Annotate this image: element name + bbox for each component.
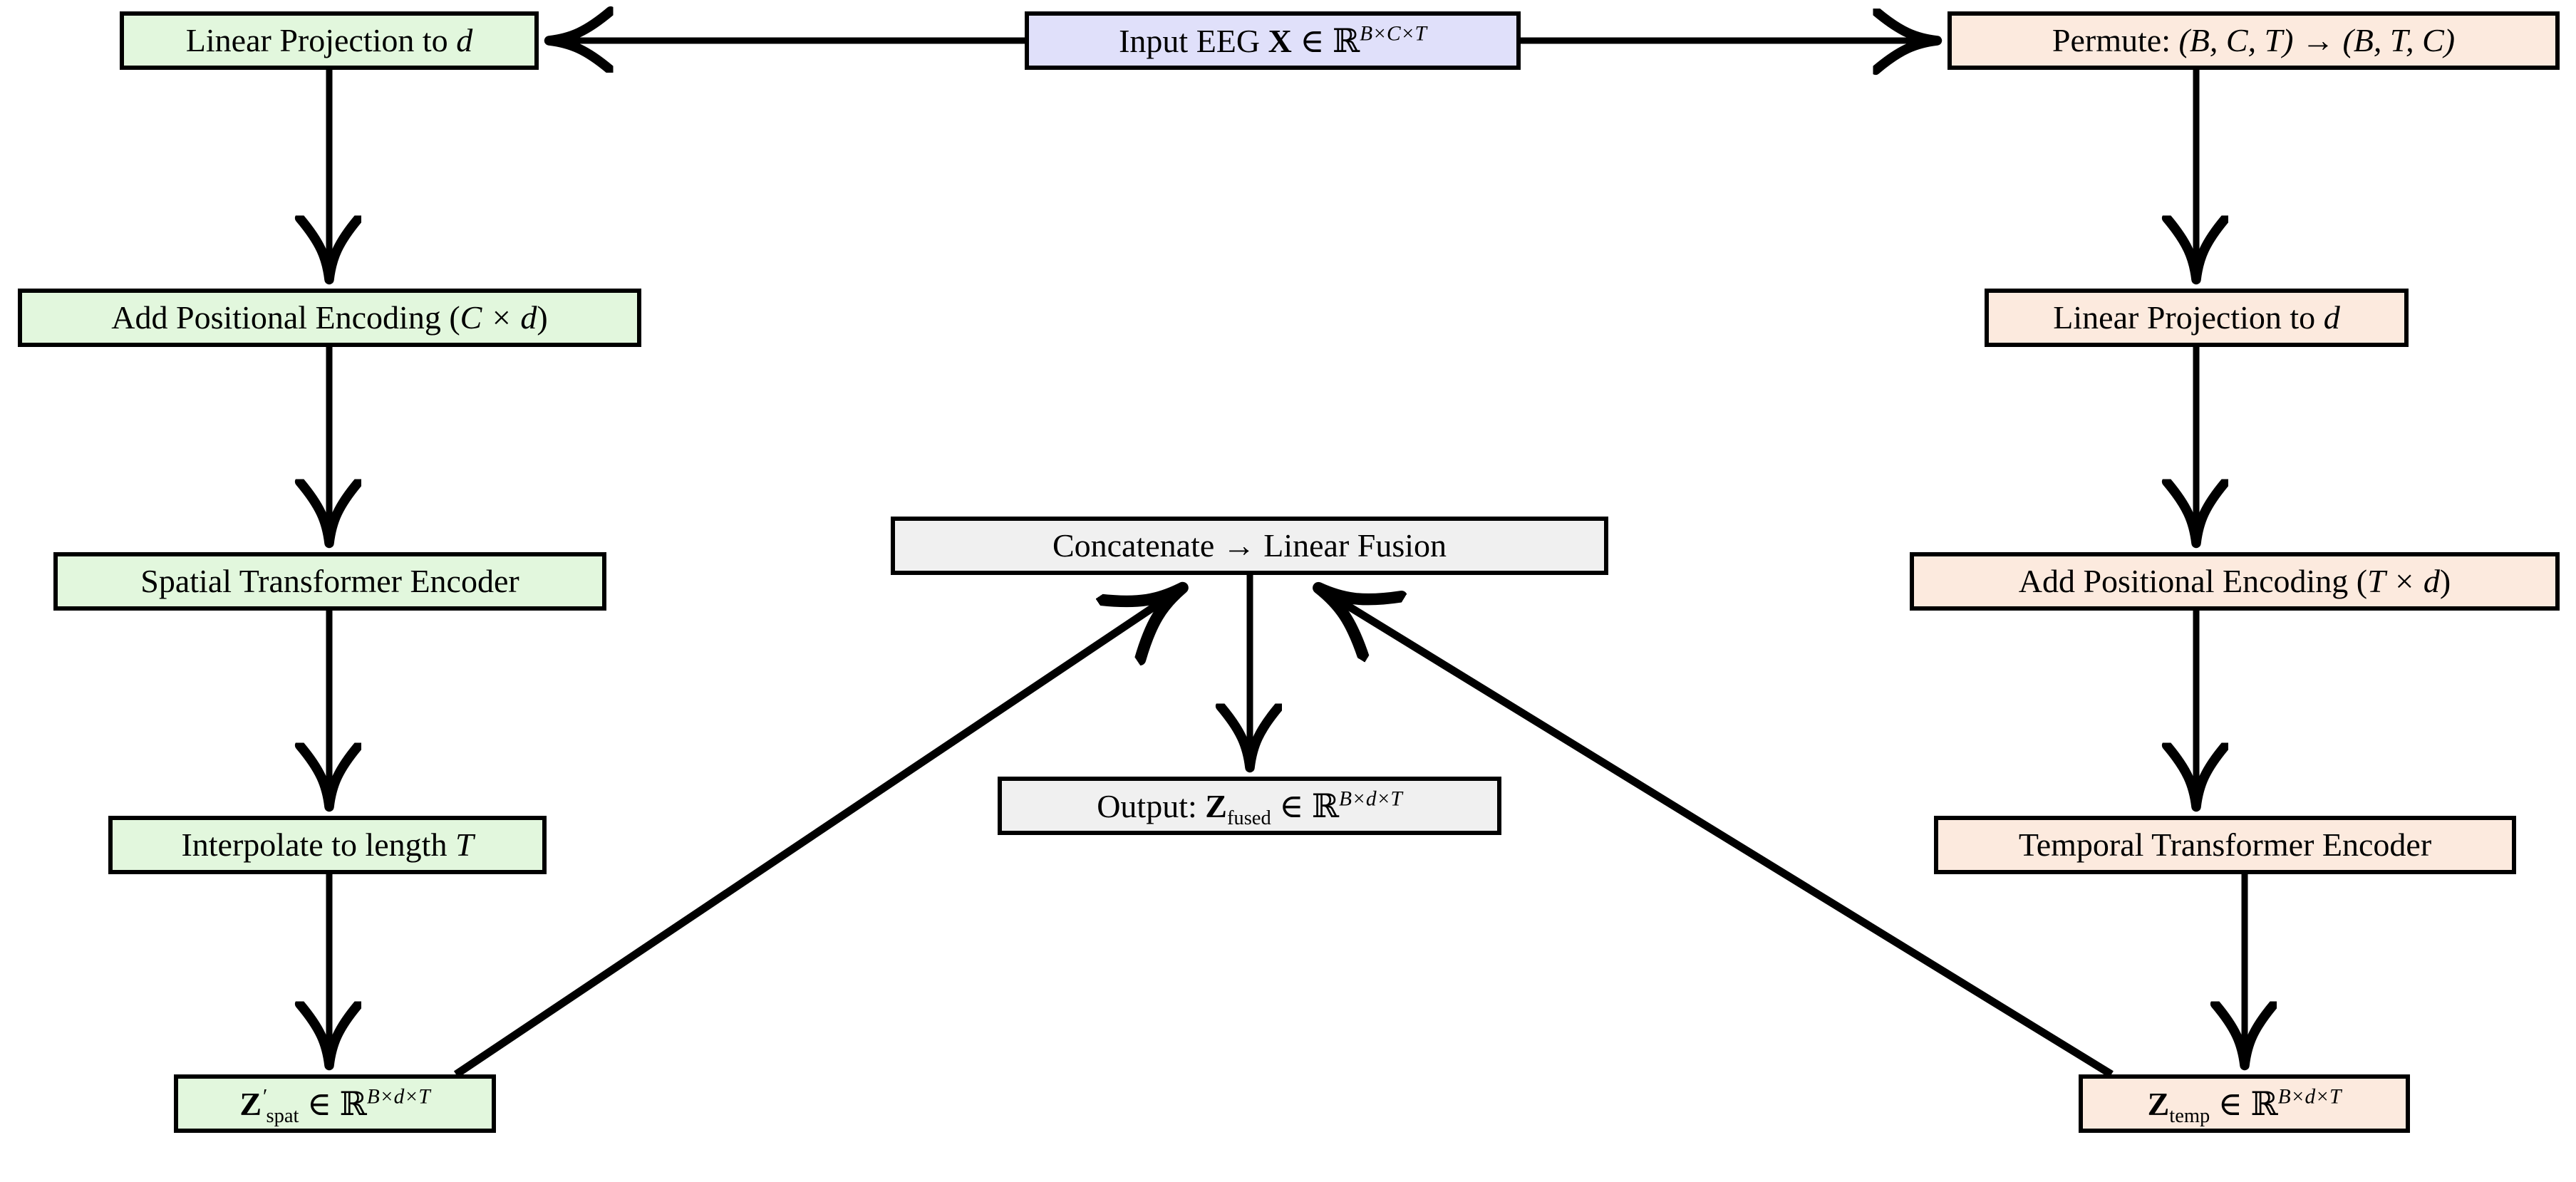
edge-z-spat-to-fusion bbox=[453, 590, 1179, 1078]
math-Z: Z bbox=[2147, 1085, 2170, 1122]
node-label: Spatial Transformer Encoder bbox=[140, 563, 519, 599]
math-dims: B×d×T bbox=[2277, 1085, 2342, 1109]
node-label: Add Positional Encoding (C × d) bbox=[111, 299, 548, 336]
node-label: Permute: (B, C, T) → (B, T, C) bbox=[2052, 22, 2456, 58]
math-dims: B×C×T bbox=[1360, 22, 1427, 46]
node-label: Z′spat ∈ ℝB×d×T bbox=[239, 1084, 430, 1127]
node-output-z-fused[interactable]: Output: Zfused ∈ ℝB×d×T bbox=[998, 777, 1501, 835]
math-reals: ℝ bbox=[1332, 21, 1360, 60]
math-Z: Z bbox=[239, 1085, 262, 1122]
node-concatenate-linear-fusion[interactable]: Concatenate → Linear Fusion bbox=[891, 517, 1608, 575]
math-X: X bbox=[1268, 22, 1292, 59]
math-pe-dims: T × d bbox=[2367, 563, 2440, 599]
math-subscript: spat bbox=[266, 1104, 299, 1127]
node-label: Output: Zfused ∈ ℝB×d×T bbox=[1097, 786, 1402, 829]
math-T: T bbox=[455, 826, 474, 863]
node-permute[interactable]: Permute: (B, C, T) → (B, T, C) bbox=[1947, 11, 2560, 70]
edge-z-temp-to-fusion bbox=[1322, 590, 2114, 1078]
node-temporal-transformer-encoder[interactable]: Temporal Transformer Encoder bbox=[1934, 816, 2516, 874]
math-subscript: fused bbox=[1226, 807, 1271, 829]
math-reals: ℝ bbox=[339, 1084, 367, 1123]
node-label: Ztemp ∈ ℝB×d×T bbox=[2147, 1084, 2342, 1127]
node-spatial-positional-encoding[interactable]: Add Positional Encoding (C × d) bbox=[18, 289, 641, 347]
math-reals: ℝ bbox=[2250, 1084, 2278, 1123]
math-subscript: temp bbox=[2169, 1104, 2210, 1127]
node-label: Concatenate → Linear Fusion bbox=[1052, 527, 1447, 564]
node-temporal-linear-projection[interactable]: Linear Projection to d bbox=[1985, 289, 2409, 347]
math-dims: B×d×T bbox=[366, 1085, 430, 1109]
math-d: d bbox=[456, 22, 473, 58]
node-label: Temporal Transformer Encoder bbox=[2018, 826, 2432, 863]
node-spatial-linear-projection[interactable]: Linear Projection to d bbox=[120, 11, 539, 70]
node-label: Linear Projection to d bbox=[2053, 299, 2340, 336]
node-z-temp[interactable]: Ztemp ∈ ℝB×d×T bbox=[2079, 1074, 2410, 1133]
math-reals: ℝ bbox=[1311, 786, 1339, 825]
node-temporal-positional-encoding[interactable]: Add Positional Encoding (T × d) bbox=[1910, 552, 2560, 611]
math-dims: B×d×T bbox=[1339, 787, 1402, 811]
node-spatial-transformer-encoder[interactable]: Spatial Transformer Encoder bbox=[53, 552, 606, 611]
node-label: Linear Projection to d bbox=[185, 22, 473, 58]
node-interpolate-to-length-t[interactable]: Interpolate to length T bbox=[108, 816, 547, 874]
math-pe-dims: C × d bbox=[460, 299, 537, 336]
math-prime: ′ bbox=[262, 1085, 267, 1109]
node-label: Input EEG X ∈ ℝB×C×T bbox=[1119, 21, 1427, 60]
node-z-spat[interactable]: Z′spat ∈ ℝB×d×T bbox=[174, 1074, 496, 1133]
math-shape-to: (B, T, C) bbox=[2342, 22, 2456, 58]
node-input-eeg[interactable]: Input EEG X ∈ ℝB×C×T bbox=[1025, 11, 1521, 70]
math-shape-from: (B, C, T) bbox=[2178, 22, 2294, 58]
node-label: Interpolate to length T bbox=[181, 826, 474, 863]
math-d: d bbox=[2323, 299, 2340, 336]
node-label: Add Positional Encoding (T × d) bbox=[2018, 563, 2451, 599]
math-Z: Z bbox=[1205, 787, 1227, 824]
